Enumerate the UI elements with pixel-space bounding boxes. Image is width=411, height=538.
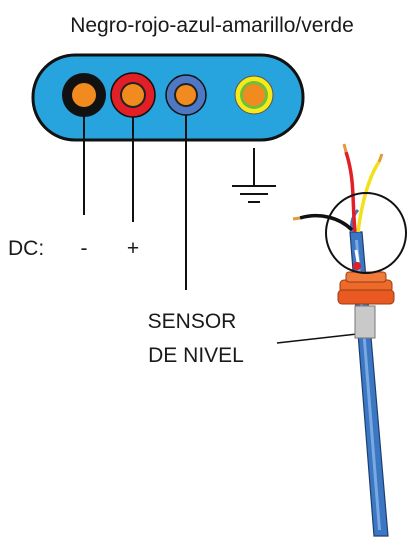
sensor-pointer-line [276,333,358,344]
terminal-yellow-green [234,75,274,115]
sensor-sleeve [354,305,376,339]
orange-clip [337,271,395,305]
terminal-blue [165,74,207,116]
terminal-red [110,72,156,118]
diagram-title: Negro-rojo-azul-amarillo/verde [70,14,354,37]
sensor-cable-illustration [292,143,407,537]
sensor-label-line1: SENSOR [148,310,237,333]
red-wire [344,151,357,233]
connector-plate [31,53,305,142]
ground-icon [232,148,276,203]
detail-circle [325,192,407,274]
yellow-wire [356,161,381,233]
dc-label: DC: [8,237,44,260]
plus-label: + [127,237,139,260]
terminal-black [62,73,106,117]
sensor-label-line2: DE NIVEL [148,344,244,367]
minus-label: - [81,237,88,260]
